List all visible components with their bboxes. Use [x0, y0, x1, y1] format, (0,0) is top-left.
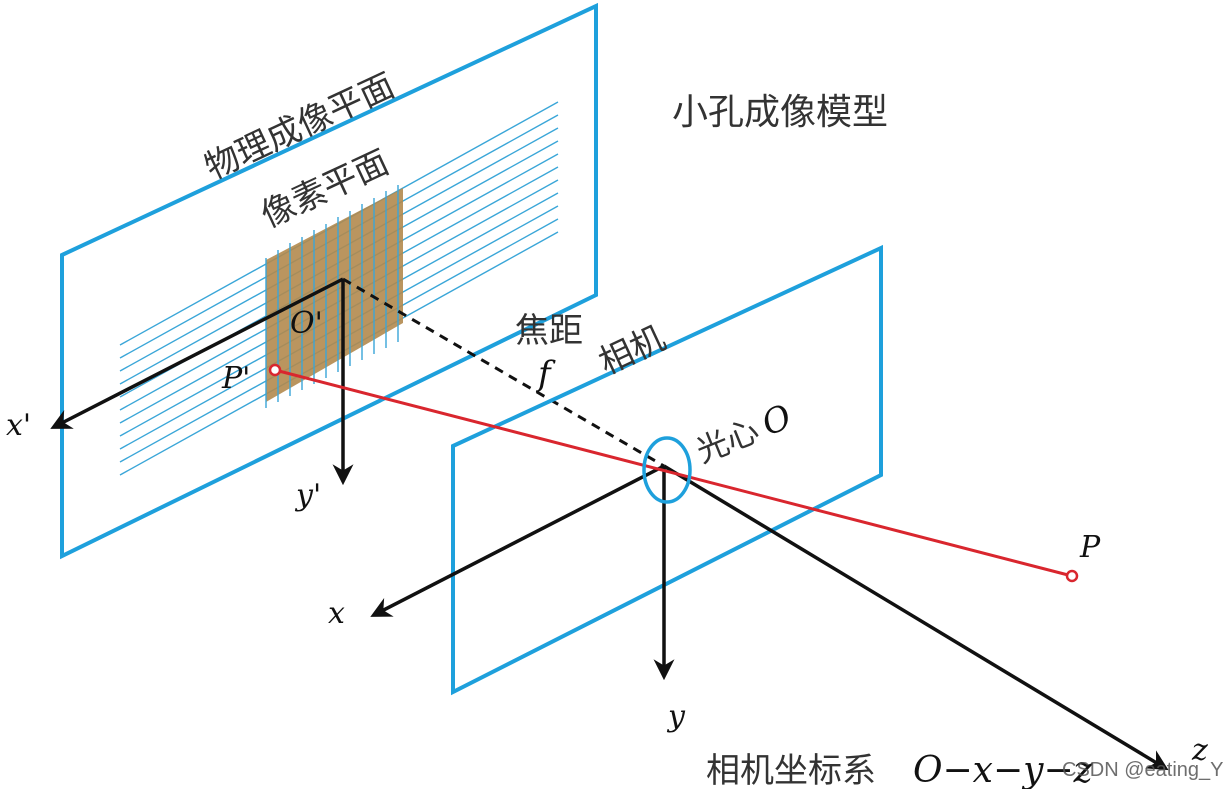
pixel-plane-patch: [266, 188, 403, 402]
axis-x-prime-label: x': [6, 408, 31, 443]
image-origin-label: O': [290, 306, 323, 341]
optical-center-label: 光心: [691, 411, 765, 470]
optical-center-ring: [642, 436, 692, 504]
watermark: CSDN @eating_Y: [1062, 759, 1223, 781]
camera-plane: [451, 244, 883, 696]
axis-x: [370, 464, 665, 617]
world-point-marker: [1065, 569, 1079, 583]
image-point-label: P': [221, 361, 250, 396]
physical-imaging-plane: [60, 2, 598, 560]
focal-length-dashed: [342, 277, 665, 468]
focal-length-symbol: f: [535, 354, 556, 394]
optical-center-symbol: O: [756, 397, 797, 445]
projection-ray: [274, 368, 1073, 578]
axis-y-label: y: [666, 699, 686, 734]
axis-z: [663, 464, 1169, 771]
axis-y-prime-label: y': [294, 478, 321, 513]
axis-x-prime: [50, 277, 344, 429]
diagram-title: 小孔成像模型: [672, 92, 888, 133]
focal-length-label: 焦距: [515, 311, 583, 351]
coord-formula: O−x−y−z: [913, 750, 1094, 789]
world-point-label: P: [1079, 530, 1101, 565]
axis-z-label: z: [1191, 733, 1208, 768]
coord-system-label: 相机坐标系: [706, 751, 876, 789]
axis-x-label: x: [328, 596, 345, 631]
camera-label: 相机: [593, 318, 672, 383]
image-point-marker: [268, 363, 282, 377]
pixel-grid-vertical: [265, 185, 399, 408]
